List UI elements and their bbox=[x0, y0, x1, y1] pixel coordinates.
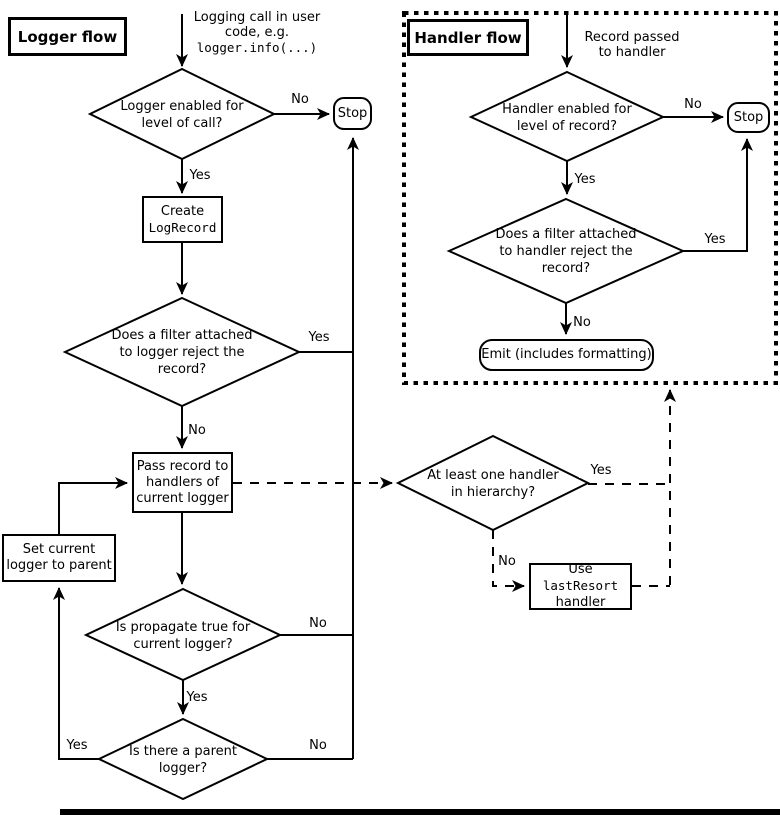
set-current-logger-box: Set current logger to parent bbox=[2, 534, 116, 582]
last-resort-box: Use lastResort handler bbox=[529, 562, 632, 610]
label-parent-yes: Yes bbox=[66, 738, 88, 753]
note-code: logger.info(...) bbox=[196, 40, 318, 55]
hierarchy-text: At least one handler in hierarchy? bbox=[427, 468, 559, 500]
label-parent-no: No bbox=[309, 738, 327, 753]
note-line: code, e.g. bbox=[224, 25, 290, 40]
emit-box: Emit (includes formatting) bbox=[479, 339, 654, 371]
diamond-parent-logger bbox=[96, 717, 270, 801]
edge-parent-yes-to-set bbox=[53, 587, 99, 760]
edge-set-to-pass bbox=[58, 477, 128, 534]
label-filter-yes: Yes bbox=[308, 330, 330, 345]
handler-flow-title: Handler flow bbox=[414, 28, 522, 47]
handler-enabled-text: Handler enabled for level of record? bbox=[502, 102, 632, 134]
logger-flow-title-box: Logger flow bbox=[8, 17, 127, 56]
label-hierarchy-yes: Yes bbox=[579, 463, 623, 478]
stop-node-handler: Stop bbox=[727, 102, 770, 133]
label-propagate-no: No bbox=[309, 616, 327, 631]
label-propagate-yes: Yes bbox=[186, 690, 208, 705]
label-filter-no: No bbox=[188, 423, 206, 438]
cropped-content-bar bbox=[60, 809, 780, 815]
handler-filter-text: Does a filter attached to handler reject… bbox=[495, 227, 637, 276]
logger-start-note: Logging call in user code, e.g. logger.i… bbox=[182, 10, 332, 55]
label-henabled-yes: Yes bbox=[574, 172, 596, 187]
handler-start-note: Record passed to handler bbox=[584, 30, 680, 60]
label-henabled-no: No bbox=[684, 97, 702, 112]
label-hierarchy-no: No bbox=[498, 554, 516, 569]
parent-logger-text: Is there a parent logger? bbox=[129, 744, 237, 776]
label-enabled-no: No bbox=[291, 92, 309, 107]
note-line: Logging call in user bbox=[193, 10, 321, 25]
handler-flow-title-box: Handler flow bbox=[407, 19, 529, 56]
pass-record-box: Pass record to handlers of current logge… bbox=[132, 452, 233, 513]
logger-enabled-text: Logger enabled for level of call? bbox=[120, 99, 244, 131]
label-hfilter-yes: Yes bbox=[704, 232, 726, 247]
stop-node-logger: Stop bbox=[333, 97, 372, 130]
propagate-text: Is propagate true for current logger? bbox=[115, 620, 251, 652]
logger-flow-title: Logger flow bbox=[17, 27, 118, 46]
edge-hierarchy-no-dashed bbox=[492, 530, 525, 592]
label-hfilter-no: No bbox=[573, 315, 591, 330]
edge-hfilter-yes-to-stop bbox=[683, 138, 753, 252]
create-logrecord-box: Create LogRecord bbox=[142, 196, 223, 243]
logger-filter-text: Does a filter attached to logger reject … bbox=[111, 328, 253, 377]
label-enabled-yes: Yes bbox=[189, 168, 211, 183]
